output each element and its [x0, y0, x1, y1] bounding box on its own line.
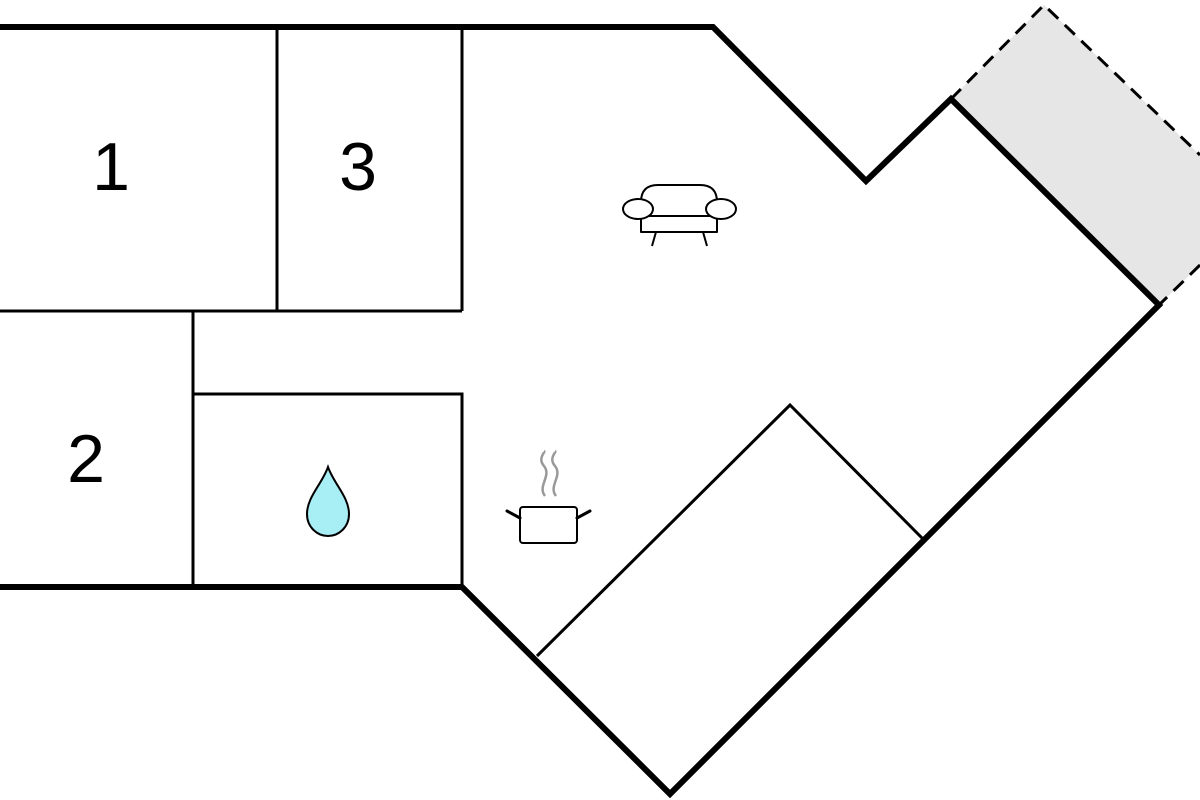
room-label-1: 1 — [92, 129, 130, 205]
room-label-3: 3 — [339, 129, 377, 205]
exterior-wall — [0, 24, 1164, 799]
room-label-2: 2 — [67, 421, 105, 497]
terrace — [949, 2, 1200, 307]
cooking-pot-icon — [505, 449, 592, 544]
interior-walls — [0, 27, 924, 658]
sofa-icon — [622, 184, 737, 247]
water-drop-icon — [305, 463, 351, 538]
